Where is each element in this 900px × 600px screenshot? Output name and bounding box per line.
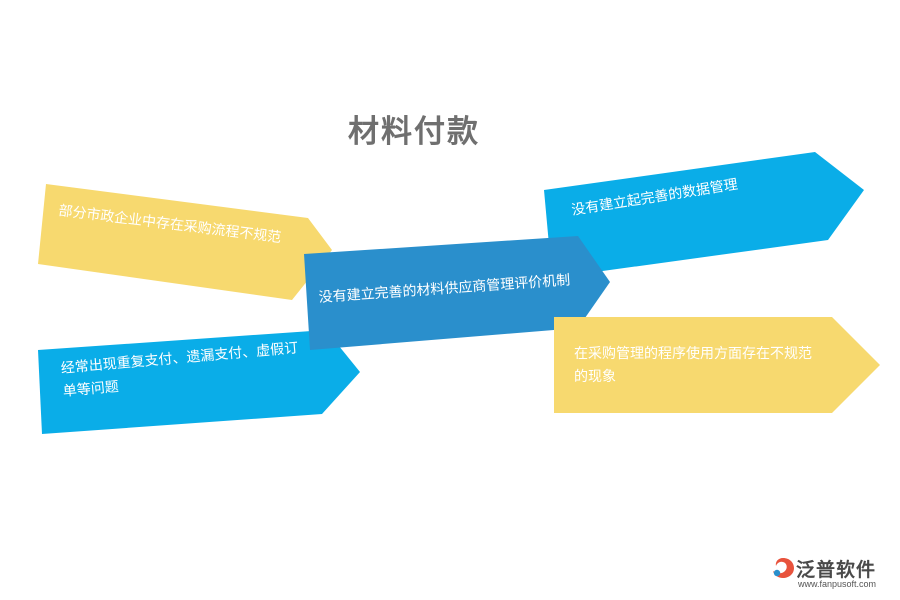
brand-logo: 泛普软件 www.fanpusoft.com <box>770 555 895 595</box>
arrow-card-2 <box>304 236 610 350</box>
logo-name: 泛普软件 <box>796 559 877 581</box>
fanpu-logo-icon <box>773 558 794 578</box>
card-text-5: 在采购管理的程序使用方面存在不规范的现象 <box>574 346 812 385</box>
logo-url: www.fanpusoft.com <box>798 579 877 589</box>
arrow-card-3 <box>544 152 864 278</box>
arrow-card-4 <box>38 330 360 434</box>
arrow-card-5 <box>554 317 880 413</box>
diagram-title: 材料付款 <box>348 114 480 150</box>
arrow-card-1 <box>38 184 332 300</box>
